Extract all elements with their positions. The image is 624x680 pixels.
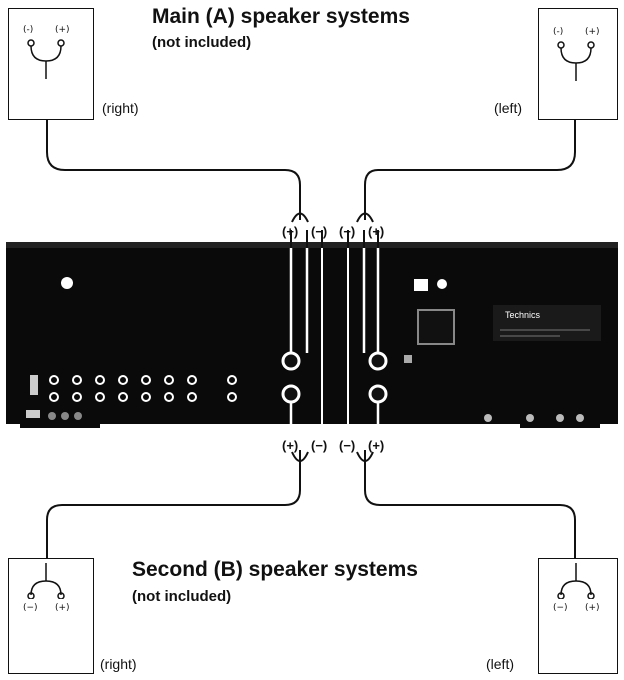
speaker-terminal-loop-icon (557, 41, 595, 81)
second-speaker-title: Second (B) speaker systems (132, 558, 418, 581)
speaker-terminal-loop-icon (27, 563, 65, 599)
box-terminal-positive: (+) (585, 27, 600, 37)
main-terminal-label: (+) (282, 224, 299, 239)
wire-main-right-speaker (46, 120, 301, 220)
main-right-speaker-label: (right) (102, 100, 139, 116)
main-left-speaker-label: (left) (494, 100, 522, 116)
box-terminal-positive: (+) (55, 603, 70, 613)
box-terminal-negative: (−) (23, 603, 38, 613)
speaker-terminal-loop-icon (27, 39, 65, 79)
box-terminal-positive: (+) (55, 25, 70, 35)
box-terminal-positive: (+) (585, 603, 600, 613)
second-left-speaker-box: (−) (+) (538, 558, 618, 674)
rating-label-plate (493, 305, 601, 341)
wire-second-left-speaker (364, 450, 576, 560)
wire-second-right-speaker (46, 450, 301, 560)
main-left-speaker-box: (-) (+) (538, 8, 618, 120)
rca-input-jacks (49, 375, 237, 402)
panel-hole (61, 277, 73, 289)
speaker-terminal-loop-icon (557, 563, 595, 599)
second-right-speaker-label: (right) (100, 656, 137, 672)
second-terminal-label: (+) (282, 438, 299, 453)
second-terminal-label: (+) (368, 438, 385, 453)
amplifier-brand: Technics (505, 310, 541, 320)
second-right-speaker-box: (−) (+) (8, 558, 94, 674)
box-terminal-negative: (-) (23, 25, 34, 35)
main-speaker-title: Main (A) speaker systems (152, 5, 410, 28)
second-terminal-label: (−) (311, 438, 328, 453)
main-right-speaker-box: (-) (+) (8, 8, 94, 120)
main-speaker-subtitle: (not included) (152, 34, 252, 51)
wire-main-left-speaker (364, 120, 576, 220)
box-terminal-negative: (-) (553, 27, 564, 37)
main-terminal-label: (+) (368, 224, 385, 239)
second-left-speaker-label: (left) (486, 656, 514, 672)
speaker-terminals-main (281, 351, 388, 371)
main-terminal-label: (−) (339, 224, 356, 239)
second-terminal-label: (−) (339, 438, 356, 453)
box-terminal-negative: (−) (553, 603, 568, 613)
second-speaker-subtitle: (not included) (132, 588, 232, 605)
main-terminal-label: (−) (311, 224, 328, 239)
